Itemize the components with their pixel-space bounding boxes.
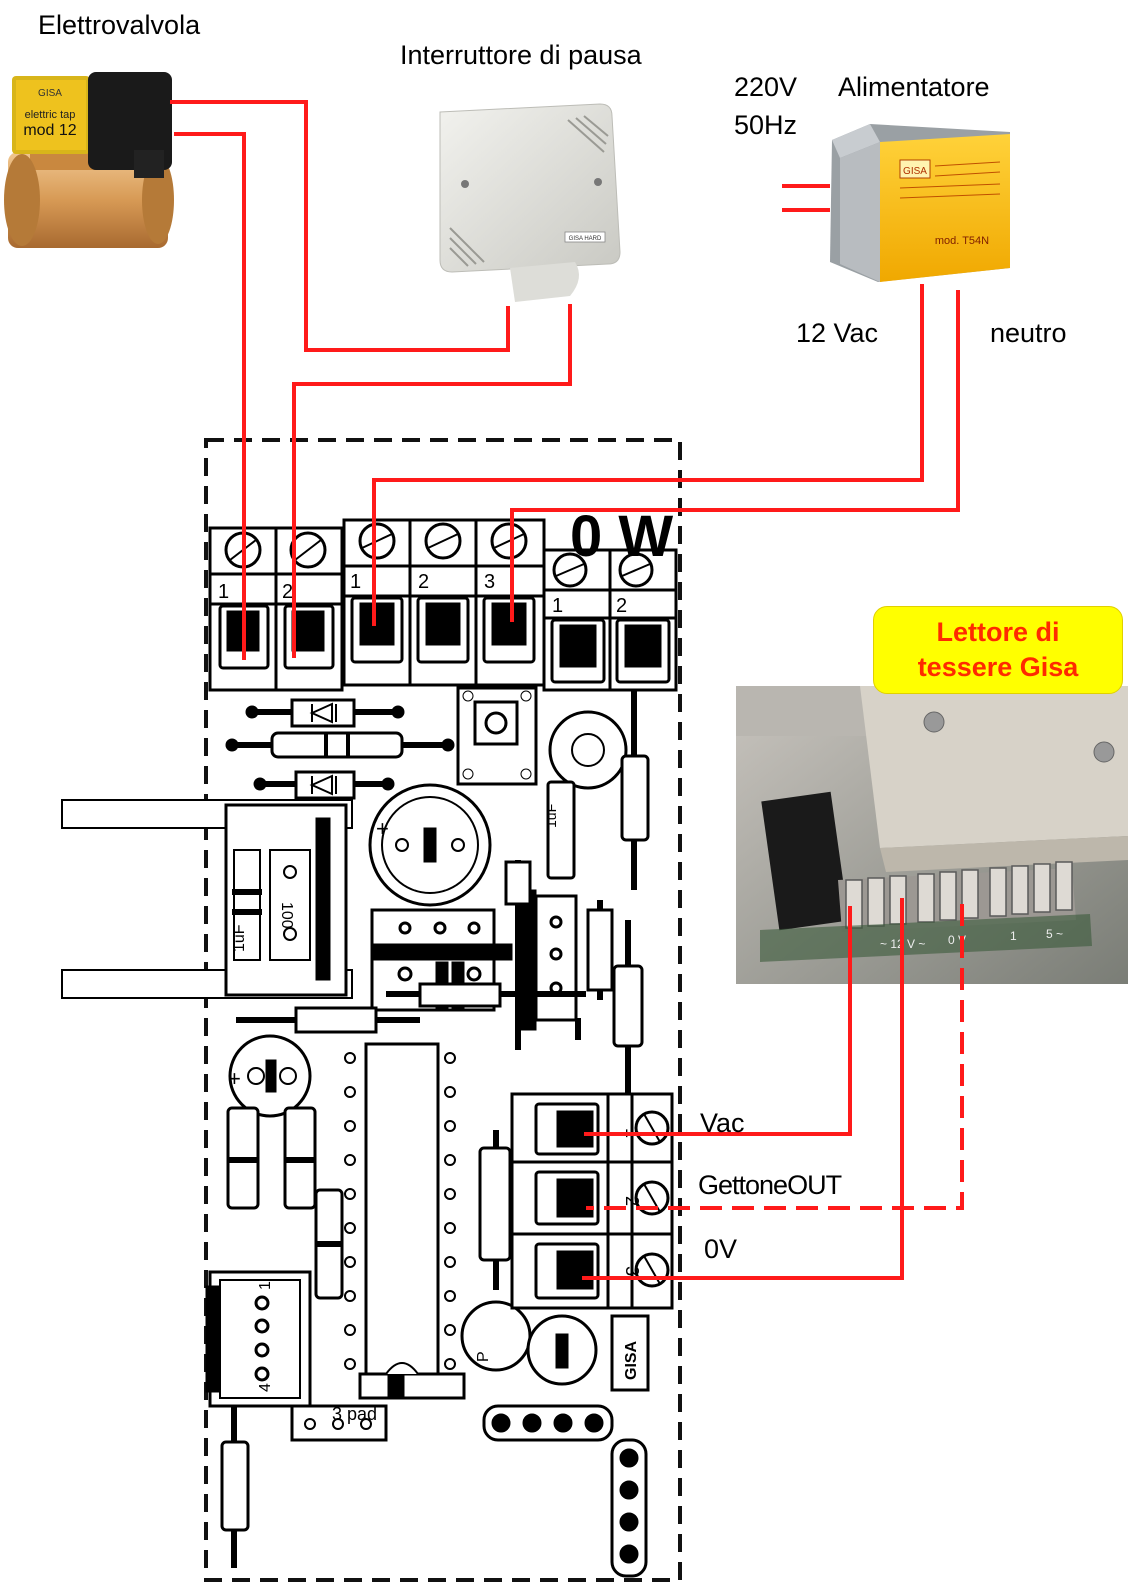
block-power-pin-3: 3 [484,571,495,593]
pause-switch-image: GISA HARD [439,103,621,302]
power-supply-brand: GISA [903,166,927,177]
card-reader-label-line2: tessere Gisa [917,652,1079,682]
terminal-label-0v: 0V [704,1234,738,1264]
svg-text:+: + [228,1066,241,1091]
terminal-label-gettone-out: GettoneOUT [698,1170,842,1200]
valve-plate-brand: GISA [38,88,62,99]
wire-switch [292,304,572,658]
wire-neutro [510,290,960,622]
valve-plate-line1: elettric tap [25,109,76,121]
silk-conn-a: 1 [257,1281,274,1290]
power-supply-model: mod. T54N [935,235,989,247]
reader-pin-label-3: 1 [1010,929,1017,943]
pause-switch-label: Interruttore di pausa [400,40,642,70]
reader-pin-label-4: 5 ~ [1046,927,1063,941]
pcb-components: + + [61,686,650,1578]
block-reader-pin-2: 2 [622,1196,642,1206]
output-12vac-label: 12 Vac [796,318,879,348]
card-reader-callout: Lettore di tessere Gisa [873,606,1123,694]
block-reader-pin-3: 3 [622,1266,642,1276]
silk-chip-label: GISA [623,1340,640,1380]
card-reader-image: ~ 12 V ~ 0 V 1 5 ~ [736,686,1128,984]
silk-pad-label: 3 pad [332,1404,377,1424]
terminal-label-vac: Vac [700,1108,745,1138]
board-outline [204,438,682,1582]
wire-gettone [586,904,964,1210]
pause-switch-badge: GISA HARD [569,236,602,242]
silk-cap-d: 1uF [543,804,559,828]
mains-frequency-label: 50Hz [734,110,798,140]
block-power-pin-1: 1 [350,571,361,593]
valve-label: Elettrovalvola [38,10,201,40]
silk-p-label: P [475,1351,492,1362]
terminal-block-power [342,518,546,687]
terminal-block-reader [510,1092,674,1310]
block-aux-pin-2: 2 [616,595,627,617]
wire-12vac [372,284,924,626]
silk-conn-b: 4 [257,1383,274,1392]
valve-plate-line2: mod 12 [23,122,76,139]
svg-text:+: + [376,816,389,841]
block-power-pin-2: 2 [418,571,429,593]
wire-vac [584,906,852,1136]
terminal-block-valve [208,526,344,692]
terminal-block-aux [542,548,678,692]
mains-voltage-label: 220V [734,72,798,102]
solenoid-valve-image: GISA elettric tap mod 12 [4,72,174,248]
silk-cap-b: 100 [278,902,295,929]
power-supply-image: GISA mod. T54N [830,124,1010,282]
block-valve-pin-2: 2 [282,581,293,603]
wires [170,100,964,1280]
wire-0v [582,898,904,1280]
block-aux-pin-1: 1 [552,595,563,617]
board-title: 0 W [570,504,674,569]
block-valve-pin-1: 1 [218,581,229,603]
neutral-label: neutro [990,318,1067,348]
silk-cap-a: 1uF [231,924,248,952]
wire-valve-a [170,100,510,352]
wire-valve-b [174,132,246,660]
card-reader-label-line1: Lettore di [936,617,1060,648]
power-supply-label: Alimentatore [838,72,990,102]
